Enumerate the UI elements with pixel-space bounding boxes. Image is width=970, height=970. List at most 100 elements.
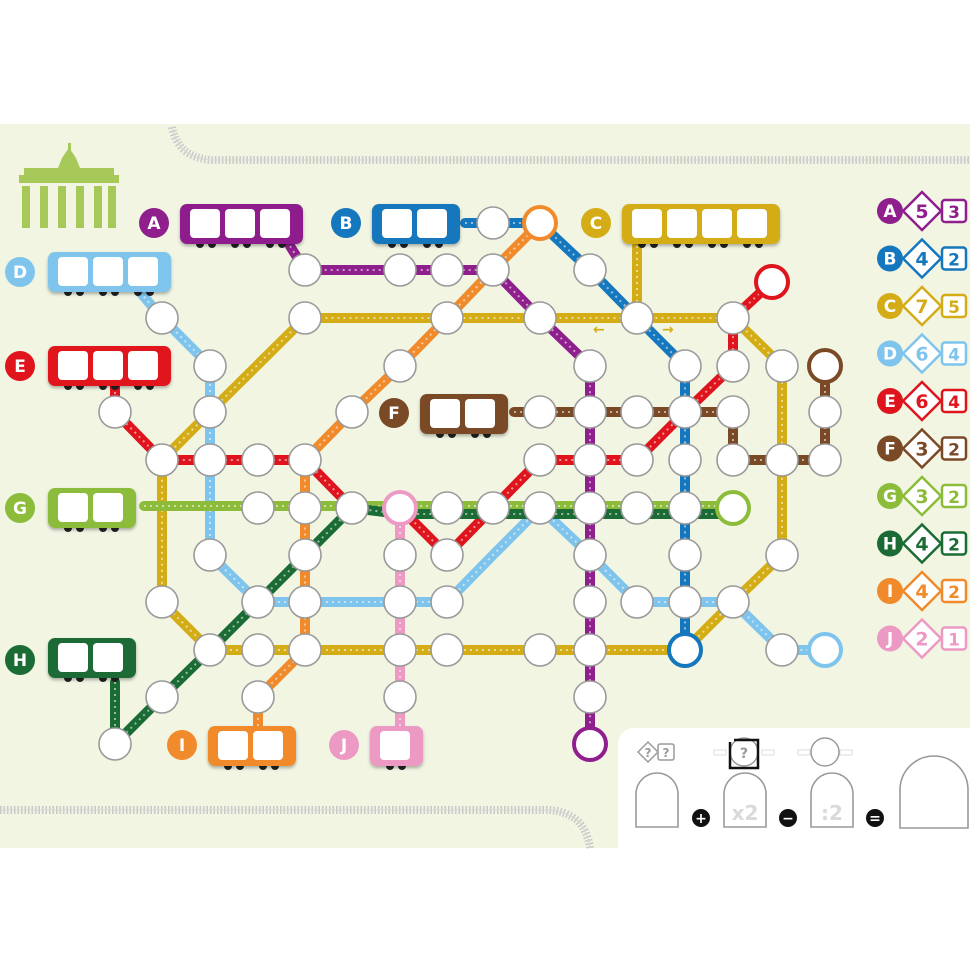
station-node[interactable] bbox=[193, 633, 227, 667]
station-node[interactable] bbox=[668, 491, 702, 525]
station-node[interactable] bbox=[523, 633, 557, 667]
station-node[interactable] bbox=[808, 443, 842, 477]
score-slot-2[interactable]: x2 bbox=[723, 772, 767, 828]
station-node[interactable] bbox=[573, 585, 607, 619]
station-node[interactable] bbox=[145, 301, 179, 335]
station-node[interactable] bbox=[573, 443, 607, 477]
terminal-station-e[interactable] bbox=[754, 264, 790, 300]
train-seat-slot[interactable] bbox=[58, 493, 88, 522]
station-node[interactable] bbox=[193, 443, 227, 477]
station-node[interactable] bbox=[716, 301, 750, 335]
train-seat-slot[interactable] bbox=[190, 209, 220, 238]
station-node[interactable] bbox=[383, 585, 417, 619]
station-node[interactable] bbox=[145, 680, 179, 714]
station-node[interactable] bbox=[288, 443, 322, 477]
station-node[interactable] bbox=[241, 680, 275, 714]
train-seat-slot[interactable] bbox=[465, 399, 495, 428]
station-node[interactable] bbox=[765, 633, 799, 667]
station-node[interactable] bbox=[145, 443, 179, 477]
station-node[interactable] bbox=[620, 585, 654, 619]
train-seat-slot[interactable] bbox=[382, 209, 412, 238]
station-node[interactable] bbox=[476, 491, 510, 525]
station-node[interactable] bbox=[668, 349, 702, 383]
train-seat-slot[interactable] bbox=[417, 209, 447, 238]
score-slot-1[interactable] bbox=[635, 772, 679, 828]
train-seat-slot[interactable] bbox=[93, 351, 123, 380]
train-seat-slot[interactable] bbox=[93, 643, 123, 672]
station-node[interactable] bbox=[620, 443, 654, 477]
station-node[interactable] bbox=[716, 395, 750, 429]
train-seat-slot[interactable] bbox=[667, 209, 697, 238]
station-node[interactable] bbox=[288, 633, 322, 667]
station-node[interactable] bbox=[573, 349, 607, 383]
train-seat-slot[interactable] bbox=[260, 209, 290, 238]
station-node[interactable] bbox=[573, 395, 607, 429]
train-seat-slot[interactable] bbox=[93, 257, 123, 286]
station-node[interactable] bbox=[573, 633, 607, 667]
station-node[interactable] bbox=[98, 395, 132, 429]
station-node[interactable] bbox=[668, 538, 702, 572]
train-seat-slot[interactable] bbox=[58, 257, 88, 286]
train-seat-slot[interactable] bbox=[380, 731, 410, 760]
station-node[interactable] bbox=[241, 443, 275, 477]
train-seat-slot[interactable] bbox=[225, 209, 255, 238]
station-node[interactable] bbox=[808, 395, 842, 429]
station-node[interactable] bbox=[573, 253, 607, 287]
station-node[interactable] bbox=[716, 349, 750, 383]
train-seat-slot[interactable] bbox=[93, 493, 123, 522]
train-seat-slot[interactable] bbox=[58, 351, 88, 380]
station-node[interactable] bbox=[668, 443, 702, 477]
station-node[interactable] bbox=[193, 538, 227, 572]
station-node[interactable] bbox=[335, 395, 369, 429]
station-node[interactable] bbox=[523, 491, 557, 525]
train-seat-slot[interactable] bbox=[430, 399, 460, 428]
station-node[interactable] bbox=[288, 301, 322, 335]
station-node[interactable] bbox=[668, 395, 702, 429]
station-node[interactable] bbox=[620, 301, 654, 335]
train-seat-slot[interactable] bbox=[58, 643, 88, 672]
station-node[interactable] bbox=[288, 491, 322, 525]
station-node[interactable] bbox=[716, 585, 750, 619]
station-node[interactable] bbox=[383, 253, 417, 287]
station-node[interactable] bbox=[573, 538, 607, 572]
terminal-station-d[interactable] bbox=[807, 632, 843, 668]
station-node[interactable] bbox=[145, 585, 179, 619]
station-node[interactable] bbox=[383, 349, 417, 383]
train-seat-slot[interactable] bbox=[253, 731, 283, 760]
station-node[interactable] bbox=[430, 491, 464, 525]
station-node[interactable] bbox=[193, 349, 227, 383]
train-seat-slot[interactable] bbox=[128, 257, 158, 286]
station-node[interactable] bbox=[288, 253, 322, 287]
station-node[interactable] bbox=[430, 301, 464, 335]
terminal-station-i[interactable] bbox=[522, 205, 558, 241]
station-node[interactable] bbox=[573, 680, 607, 714]
score-total-slot[interactable] bbox=[899, 755, 969, 829]
station-node[interactable] bbox=[620, 395, 654, 429]
station-node[interactable] bbox=[430, 253, 464, 287]
station-node[interactable] bbox=[573, 491, 607, 525]
station-node[interactable] bbox=[765, 538, 799, 572]
station-node[interactable] bbox=[241, 491, 275, 525]
terminal-station-j[interactable] bbox=[382, 490, 418, 526]
station-node[interactable] bbox=[716, 443, 750, 477]
train-seat-slot[interactable] bbox=[737, 209, 767, 238]
station-node[interactable] bbox=[430, 538, 464, 572]
terminal-station-b[interactable] bbox=[667, 632, 703, 668]
station-node[interactable] bbox=[620, 491, 654, 525]
station-node[interactable] bbox=[523, 443, 557, 477]
station-node[interactable] bbox=[288, 585, 322, 619]
terminal-station-f[interactable] bbox=[807, 348, 843, 384]
station-node[interactable] bbox=[241, 585, 275, 619]
station-node[interactable] bbox=[383, 633, 417, 667]
station-node[interactable] bbox=[430, 633, 464, 667]
station-node[interactable] bbox=[476, 253, 510, 287]
station-node[interactable] bbox=[335, 491, 369, 525]
terminal-station-g[interactable] bbox=[715, 490, 751, 526]
station-node[interactable] bbox=[383, 680, 417, 714]
station-node[interactable] bbox=[765, 349, 799, 383]
station-node[interactable] bbox=[193, 395, 227, 429]
station-node[interactable] bbox=[288, 538, 322, 572]
station-node[interactable] bbox=[476, 206, 510, 240]
station-node[interactable] bbox=[98, 727, 132, 761]
train-seat-slot[interactable] bbox=[128, 351, 158, 380]
